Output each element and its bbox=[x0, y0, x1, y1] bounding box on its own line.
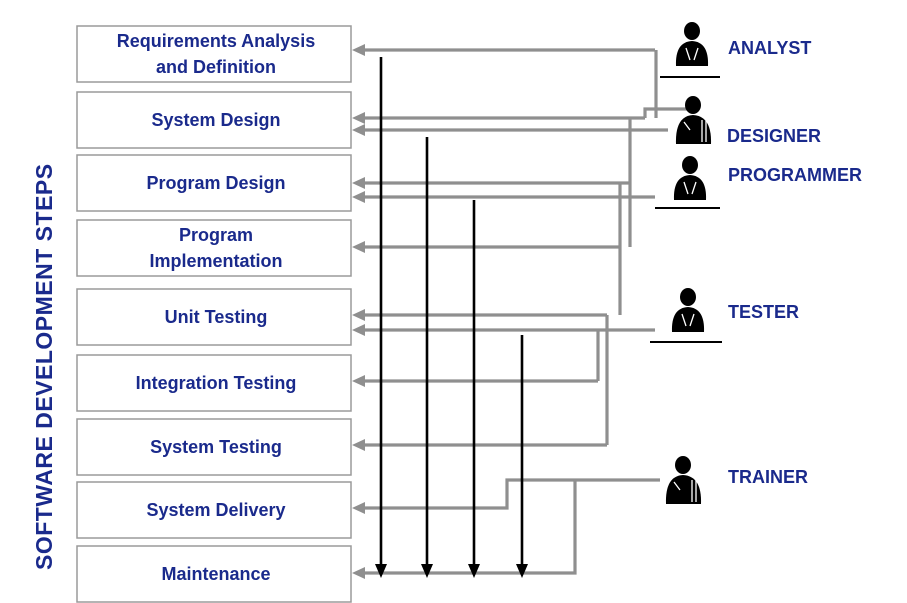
step-label: Program bbox=[179, 225, 253, 245]
steps-column: Requirements Analysis and DefinitionSyste… bbox=[76, 25, 352, 603]
connector-line bbox=[363, 480, 577, 575]
programmer-icon bbox=[655, 156, 720, 209]
step-box bbox=[76, 545, 352, 603]
arrowhead bbox=[468, 564, 480, 578]
step-label: System Design bbox=[151, 110, 280, 130]
step-box bbox=[76, 418, 352, 476]
role-figures bbox=[650, 22, 722, 504]
role-label-tester: TESTER bbox=[728, 302, 799, 322]
arrowhead bbox=[352, 309, 365, 321]
arrowhead bbox=[375, 564, 387, 578]
step-9: Maintenance bbox=[76, 545, 352, 603]
step-box bbox=[76, 481, 352, 539]
trainer-icon bbox=[665, 456, 702, 504]
designer-icon bbox=[675, 96, 712, 144]
step-2: System Design bbox=[76, 91, 352, 149]
step-box bbox=[76, 91, 352, 149]
step-label: Implementation bbox=[149, 251, 282, 271]
role-labels: ANALYST DESIGNER PROGRAMMER TESTER TRAIN… bbox=[727, 38, 862, 487]
step-label: System Testing bbox=[150, 437, 282, 457]
step-label: Program Design bbox=[146, 173, 285, 193]
step-label: Requirements Analysis bbox=[117, 31, 315, 51]
role-label-analyst: ANALYST bbox=[728, 38, 811, 58]
step-box bbox=[76, 354, 352, 412]
step-label: System Delivery bbox=[146, 500, 285, 520]
arrowhead bbox=[352, 439, 365, 451]
role-label-programmer: PROGRAMMER bbox=[728, 165, 862, 185]
step-label: Maintenance bbox=[161, 564, 270, 584]
tester-icon bbox=[650, 288, 722, 343]
step-6: Integration Testing bbox=[76, 354, 352, 412]
step-3: Program Design bbox=[76, 154, 352, 212]
arrowhead bbox=[352, 502, 365, 514]
step-8: System Delivery bbox=[76, 481, 352, 539]
analyst-icon bbox=[660, 22, 720, 78]
step-box bbox=[76, 25, 352, 83]
arrowhead bbox=[352, 177, 365, 189]
arrowhead bbox=[421, 564, 433, 578]
step-box bbox=[76, 288, 352, 346]
role-label-designer: DESIGNER bbox=[727, 126, 821, 146]
connector-line bbox=[363, 478, 660, 510]
step-7: System Testing bbox=[76, 418, 352, 476]
arrowhead bbox=[352, 567, 365, 579]
arrowhead bbox=[352, 112, 365, 124]
arrowhead bbox=[352, 241, 365, 253]
connector-line bbox=[643, 107, 692, 118]
step-label: Integration Testing bbox=[136, 373, 297, 393]
arrowhead bbox=[352, 124, 365, 136]
step-5: Unit Testing bbox=[76, 288, 352, 346]
arrowhead bbox=[516, 564, 528, 578]
arrowhead bbox=[352, 375, 365, 387]
diagram-title: SOFTWARE DEVELOPMENT STEPS bbox=[31, 163, 57, 570]
step-label: and Definition bbox=[156, 57, 276, 77]
step-label: Unit Testing bbox=[165, 307, 268, 327]
step-box bbox=[76, 154, 352, 212]
arrowhead bbox=[352, 44, 365, 56]
role-label-trainer: TRAINER bbox=[728, 467, 808, 487]
arrowhead bbox=[352, 324, 365, 336]
arrowhead bbox=[352, 191, 365, 203]
connector-lines bbox=[352, 44, 692, 579]
step-1: Requirements Analysis and Definition bbox=[76, 25, 352, 83]
step-box bbox=[76, 219, 352, 277]
